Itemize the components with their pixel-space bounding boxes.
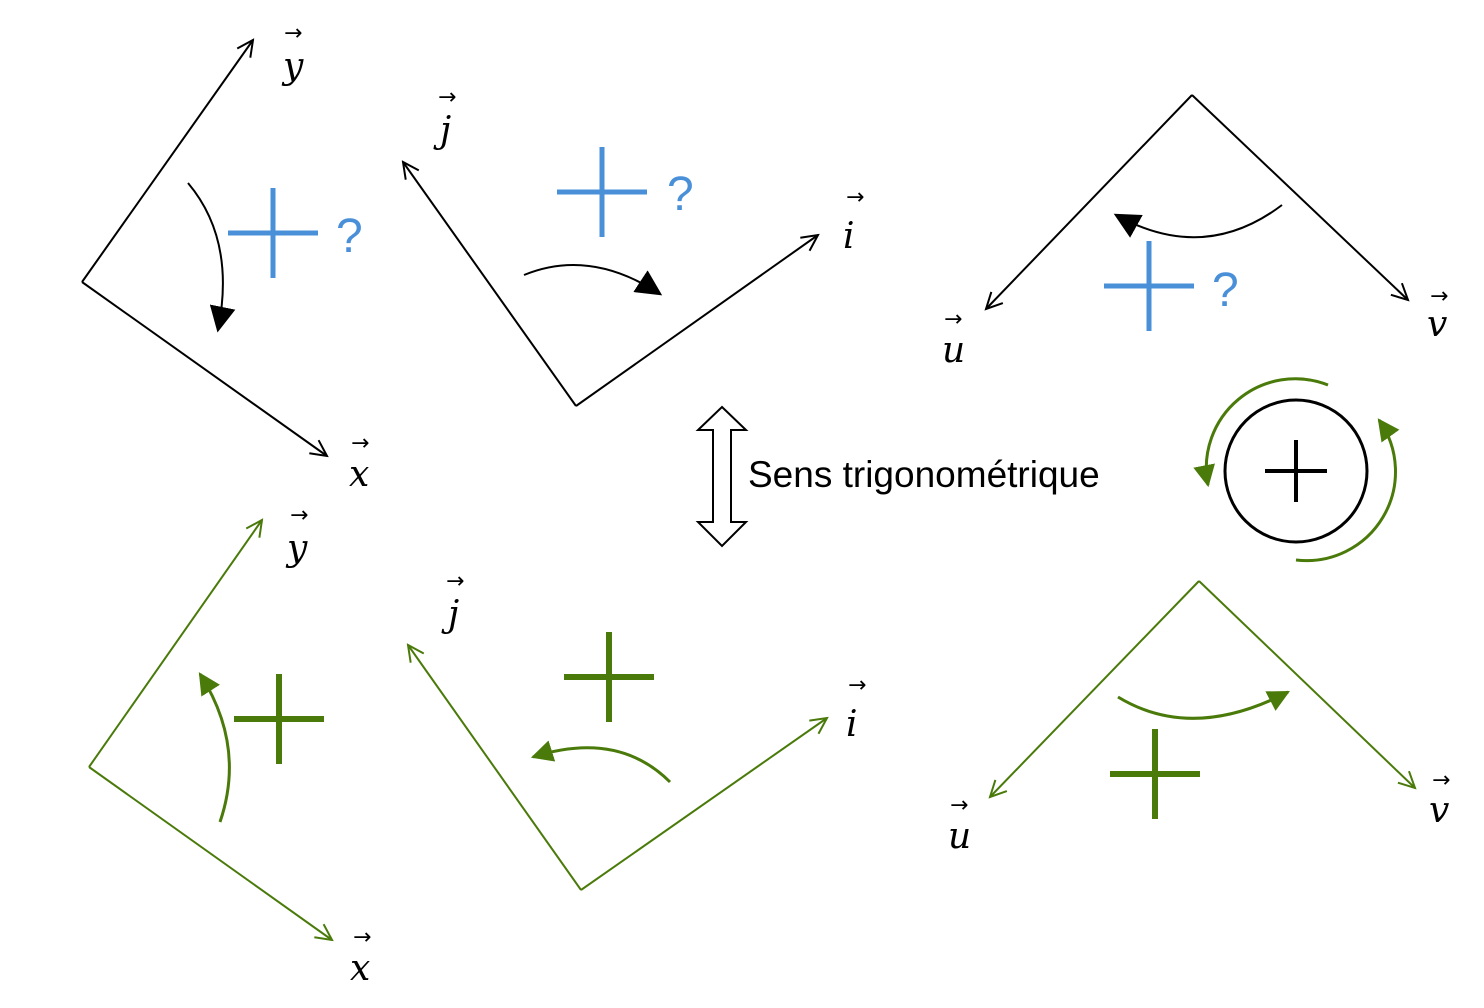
svg-text:→: → (1432, 768, 1450, 793)
frame-ij-bottom: → j → i (408, 569, 866, 891)
label-vector-x: → x (350, 925, 371, 989)
svg-text:j: j (441, 594, 459, 635)
svg-text:→: → (446, 569, 464, 594)
plus-sign (234, 674, 324, 764)
svg-text:→: → (848, 673, 866, 698)
axis-j (403, 162, 577, 407)
axis-u (986, 94, 1193, 309)
label-vector-i: → i (846, 673, 866, 745)
counterclockwise-arrow (1295, 418, 1400, 563)
label-vector-u: → u (948, 793, 971, 857)
svg-text:i: i (843, 216, 855, 257)
svg-text:u: u (942, 330, 965, 371)
frame-xy-bottom: → y → x (88, 503, 371, 989)
axis-y (81, 40, 253, 283)
svg-text:i: i (846, 704, 858, 745)
axis-j (408, 645, 582, 891)
svg-text:→: → (944, 307, 962, 332)
label-vector-j: → j (433, 85, 456, 151)
svg-text:→: → (1430, 284, 1448, 309)
rotation-arrow (198, 672, 231, 823)
svg-text:u: u (948, 816, 971, 857)
frame-ij-top: ? → j → i (403, 85, 864, 407)
label-vector-x: → x (349, 431, 369, 495)
svg-text:v: v (1427, 304, 1447, 345)
svg-text:→: → (846, 185, 864, 210)
rotation-arrow (523, 264, 663, 296)
caption-sens-trigonometrique: Sens trigonométrique (748, 454, 1100, 495)
question-mark: ? (336, 210, 363, 263)
symbol-circle (1223, 398, 1369, 544)
svg-text:→: → (284, 21, 302, 46)
svg-text:→: → (438, 85, 456, 110)
svg-text:→: → (950, 793, 968, 818)
rotation-arrow (187, 182, 236, 333)
equivalence-arrow (695, 405, 749, 548)
rotation-arrow (1113, 204, 1283, 239)
plus-sign (557, 147, 647, 237)
plus-sign (1104, 241, 1194, 331)
frame-uv-bottom: → u → v (948, 580, 1450, 857)
rotation-arrow (1117, 690, 1290, 720)
label-vector-i: → i (843, 185, 864, 257)
axis-u (990, 580, 1200, 797)
svg-text:y: y (285, 528, 308, 569)
label-vector-y: → y (285, 503, 308, 569)
frame-xy-top: ? → y → x (81, 21, 369, 495)
label-vector-u: → u (942, 307, 965, 371)
svg-text:x: x (349, 454, 369, 495)
axis-v (1191, 94, 1408, 300)
svg-text:j: j (433, 110, 451, 151)
label-vector-j: → j (441, 569, 464, 635)
svg-text:→: → (353, 925, 371, 950)
label-vector-v: → v (1429, 768, 1450, 831)
question-mark: ? (667, 168, 694, 221)
axis-i (575, 235, 818, 407)
frame-uv-top: ? → u → v (942, 94, 1448, 371)
axis-x (81, 281, 327, 456)
question-mark: ? (1212, 264, 1239, 317)
svg-text:→: → (290, 503, 308, 528)
svg-text:x: x (350, 948, 370, 989)
rotation-arrow (530, 740, 672, 784)
plus-sign (1110, 729, 1200, 819)
svg-text:v: v (1429, 790, 1449, 831)
svg-text:y: y (281, 46, 304, 87)
label-vector-v: → v (1427, 284, 1448, 345)
counterclockwise-arrow (1193, 377, 1329, 488)
plus-sign (564, 632, 654, 722)
svg-text:→: → (351, 431, 369, 456)
axis-v (1198, 580, 1415, 788)
plus-sign (228, 188, 318, 278)
axis-x (88, 766, 332, 940)
label-vector-y: → y (281, 21, 304, 87)
axis-i (580, 718, 827, 891)
positive-orientation-symbol (1193, 377, 1400, 563)
axis-y (88, 520, 262, 768)
